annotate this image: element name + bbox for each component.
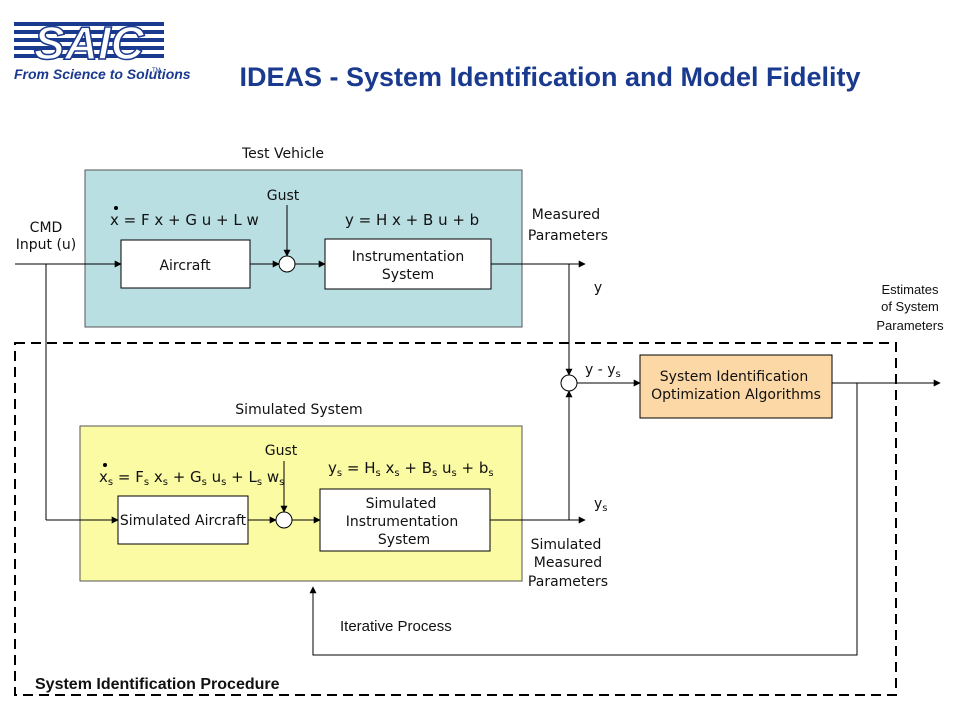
optimizer-box bbox=[639, 354, 833, 419]
signal-lines bbox=[15, 205, 941, 656]
signal-ys-label: ys bbox=[594, 496, 608, 514]
trademark-icon: TM bbox=[152, 68, 161, 74]
saic-logo-letters: SAIC bbox=[34, 17, 145, 69]
instrumentation-label-1: Instrumentation bbox=[352, 249, 464, 265]
sim-output-equation: ys = Hs xs + Bs us + bs bbox=[328, 459, 494, 479]
cmd-label-2: Input (u) bbox=[16, 237, 77, 253]
estimates-label-2: of System bbox=[881, 299, 939, 314]
sim-gust-label: Gust bbox=[265, 443, 298, 459]
aircraft-label: Aircraft bbox=[159, 258, 211, 274]
simulated-instrumentation-box bbox=[319, 488, 491, 552]
measured-label-1: Measured bbox=[532, 207, 600, 223]
test-summing-junction bbox=[278, 255, 296, 273]
test-vehicle-label: Test Vehicle bbox=[241, 146, 324, 162]
cmd-label-1: CMD bbox=[30, 220, 63, 236]
instrumentation-box bbox=[324, 238, 492, 290]
estimates-label-3: Parameters bbox=[876, 318, 944, 333]
page-title: IDEAS - System Identification and Model … bbox=[239, 62, 860, 92]
iterative-process-label: Iterative Process bbox=[340, 618, 452, 635]
sim-instr-label-3: System bbox=[378, 532, 430, 548]
optimizer-label-2: Optimization Algorithms bbox=[651, 387, 821, 403]
sim-summing-junction bbox=[275, 511, 293, 529]
procedure-boundary bbox=[14, 342, 897, 696]
saic-logo-mark: SAIC bbox=[14, 16, 164, 70]
sim-measured-label-2: Measured bbox=[534, 555, 602, 571]
xdot-dot bbox=[114, 206, 118, 210]
sim-measured-label-1: Simulated bbox=[531, 537, 602, 553]
error-signal-label: y - ys bbox=[585, 362, 621, 380]
measured-label-2: Parameters bbox=[528, 228, 608, 244]
test-output-equation: y = H x + B u + b bbox=[345, 211, 479, 229]
simulated-aircraft-box bbox=[117, 495, 249, 545]
sim-instr-label-2: Instrumentation bbox=[346, 514, 458, 530]
iterative-feedback-line bbox=[309, 383, 858, 656]
aircraft-box bbox=[120, 239, 251, 289]
signal-y-label: y bbox=[594, 280, 602, 296]
comparison-junction bbox=[560, 374, 578, 392]
sim-measured-label-3: Parameters bbox=[528, 574, 608, 590]
optimizer-label-1: System Identification bbox=[660, 369, 808, 385]
test-state-equation: x = F x + G u + L w bbox=[110, 211, 259, 229]
test-gust-label: Gust bbox=[267, 188, 300, 204]
instrumentation-label-2: System bbox=[382, 267, 434, 283]
sim-instr-label-1: Simulated bbox=[366, 496, 437, 512]
simulated-aircraft-label: Simulated Aircraft bbox=[120, 513, 247, 529]
simulated-system-label: Simulated System bbox=[235, 402, 362, 418]
saic-tagline: From Science to Solutions bbox=[14, 66, 191, 82]
xsdot-dot bbox=[103, 463, 107, 467]
procedure-label: System Identification Procedure bbox=[35, 676, 280, 693]
sim-state-equation: xs = Fs xs + Gs us + Ls ws bbox=[99, 468, 284, 488]
estimates-label-1: Estimates bbox=[881, 282, 939, 297]
saic-logo: SAIC From Science to Solutions TM bbox=[14, 16, 191, 82]
